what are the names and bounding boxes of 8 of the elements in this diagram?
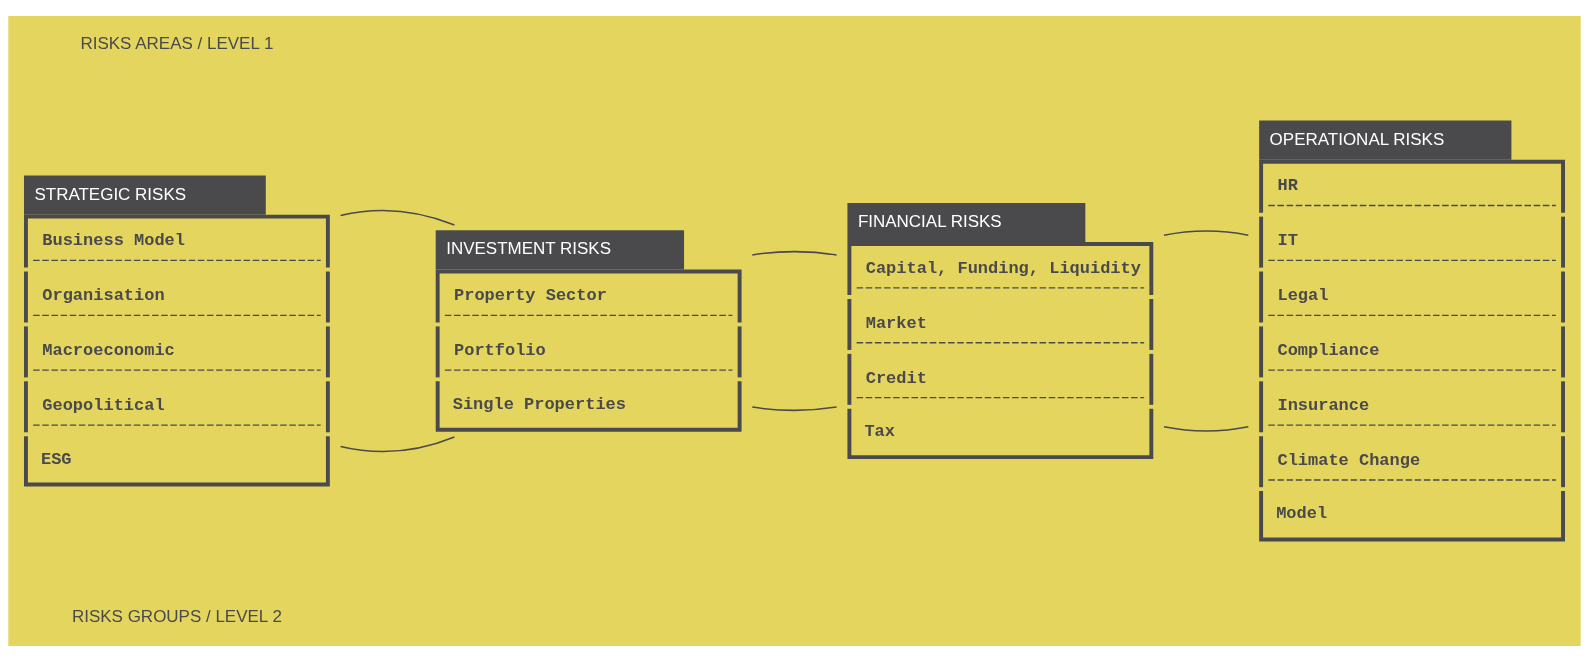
label: RISKS GROUPS / LEVEL 2 xyxy=(71,606,282,626)
connector xyxy=(1163,426,1250,432)
connector xyxy=(339,209,456,226)
connector xyxy=(751,406,838,412)
connector xyxy=(1163,230,1250,236)
connector xyxy=(339,436,456,453)
connector xyxy=(751,250,838,256)
label: RISKS AREAS / LEVEL 1 xyxy=(80,34,274,54)
